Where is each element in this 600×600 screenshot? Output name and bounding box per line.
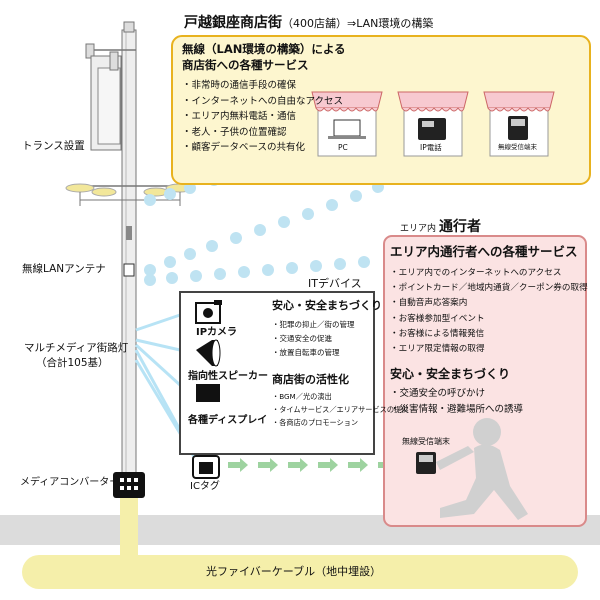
- shopping-street-heading-1: 無線（LAN環境の構築）による: [182, 42, 346, 56]
- it-revital-item: ・各商店のプロモーション: [272, 418, 359, 427]
- ic-tag-icon: [192, 455, 220, 479]
- converter-label: メディアコンバーター: [20, 477, 120, 488]
- device-label-speaker: 指向性スピーカー: [188, 371, 268, 382]
- antenna-top: [126, 226, 132, 240]
- fiber-vertical: [120, 495, 138, 565]
- antenna-label: 無線LANアンテナ: [22, 263, 106, 275]
- it-safety-title: 安心・安全まちづくり: [272, 299, 382, 312]
- pedestrian-safety-item: ・災害情報・避難場所への誘導: [390, 404, 524, 415]
- shopping-street-title-sub: （400店舗）⇒LAN環境の構築: [282, 17, 434, 30]
- shop-label-pc: PC: [338, 143, 348, 152]
- shopping-street-panel: [171, 35, 591, 185]
- device-label-camera: IPカメラ: [196, 327, 238, 338]
- shopping-street-heading-2: 商店街への各種サービス: [182, 58, 309, 72]
- shop-label-wireless-terminal: 無線受信端末: [498, 143, 537, 151]
- pedestrian-safety-title: 安心・安全まちづくり: [390, 367, 511, 381]
- wireless-terminal-label: 無線受信端末: [402, 437, 450, 446]
- it-safety-item: ・犯罪の抑止／街の管理: [272, 320, 355, 329]
- ic-tag-label: ICタグ: [190, 481, 220, 492]
- shopping-street-title-main: 戸越銀座商店街: [184, 15, 282, 31]
- shopping-street-service-list: ・非常時の通信手段の確保 ・インターネットへの自由なアクセス ・エリア内無料電話…: [182, 78, 343, 156]
- fiber-label: 光ファイバーケーブル（地中埋設）: [206, 565, 382, 578]
- camera-icon: [195, 300, 222, 324]
- antenna: [123, 263, 135, 277]
- it-safety-item: ・放置自転車の管理: [272, 348, 340, 357]
- shopping-street-service-item: ・顧客データベースの共有化: [182, 142, 306, 153]
- pedestrian-title: エリア内通行者: [400, 218, 481, 234]
- shop-1: [311, 91, 383, 157]
- pedestrian-area-prefix: エリア内: [400, 224, 437, 234]
- it-revital-list: ・BGM／光の演出 ・タイムサービス／エリアサービスの提供 ・各商店のプロモーシ…: [272, 390, 408, 429]
- media-converter: [113, 472, 145, 498]
- ic-tag-arrows: [228, 458, 398, 472]
- shop-label-ip-phone: IP電話: [420, 143, 442, 152]
- wireless-signal-to-pedestrians: [144, 256, 370, 286]
- speaker-icon: [196, 339, 221, 367]
- pedestrian-safety-item: ・交通安全の呼びかけ: [390, 388, 486, 399]
- display-icon: [196, 384, 220, 402]
- it-revital-item: ・BGM／光の演出: [272, 392, 332, 401]
- street-lights: [65, 183, 195, 206]
- pedestrian-service-item: ・ポイントカード／地域内通貨／クーポン券の取得: [390, 283, 588, 294]
- pedestrian-service-item: ・お客様による情報発信: [390, 328, 485, 339]
- shop-2: [397, 91, 469, 157]
- pole: [121, 29, 137, 481]
- fiber-cable: [22, 555, 578, 589]
- shopping-street-service-item: ・非常時の通信手段の確保: [182, 80, 297, 91]
- it-revital-title: 商店街の活性化: [272, 373, 349, 386]
- it-safety-list: ・犯罪の抑止／街の管理 ・交通安全の促進 ・放置自転車の管理: [272, 318, 355, 360]
- pedestrian-figure: [436, 418, 528, 520]
- shop-3: [483, 91, 555, 157]
- transformer: [85, 43, 136, 151]
- shopping-street-service-item: ・老人・子供の位置確認: [182, 126, 287, 138]
- streetlight-label-1: マルチメディア街路灯: [24, 342, 129, 354]
- streetlight-label-2: （合計105基）: [36, 357, 109, 369]
- pedestrian-service-item: ・エリア内でのインターネットへのアクセス: [390, 268, 562, 278]
- it-revital-item: ・タイムサービス／エリアサービスの提供: [272, 405, 409, 414]
- transformer-label: トランス設置: [22, 140, 85, 152]
- shopping-street-title: 戸越銀座商店街（400店舗）⇒LAN環境の構築: [184, 16, 433, 30]
- pedestrian-service-item: ・エリア限定情報の取得: [390, 344, 485, 355]
- device-label-display: 各種ディスプレイ: [188, 415, 268, 426]
- signal-beams: [134, 313, 198, 461]
- pole-top: [123, 21, 135, 33]
- shopping-street-service-item: ・エリア内無料電話・通信: [182, 111, 297, 122]
- it-devices-title: ITデバイス: [308, 277, 362, 290]
- wireless-terminal-icon: [416, 452, 436, 474]
- pedestrian-service-list: ・エリア内でのインターネットへのアクセス ・ポイントカード／地域内通貨／クーポン…: [390, 266, 588, 357]
- pedestrian-heading: エリア内通行者への各種サービス: [390, 244, 578, 259]
- it-safety-item: ・交通安全の促進: [272, 334, 332, 343]
- pedestrian-service-item: ・お客様参加型イベント: [390, 313, 485, 324]
- shopping-street-service-item: ・インターネットへの自由なアクセス: [182, 95, 344, 107]
- pedestrian-title-main: 通行者: [439, 219, 482, 235]
- pedestrian-safety-list: ・交通安全の呼びかけ ・災害情報・避難場所への誘導: [390, 386, 523, 418]
- pedestrian-service-item: ・自動音声応答案内: [390, 298, 468, 309]
